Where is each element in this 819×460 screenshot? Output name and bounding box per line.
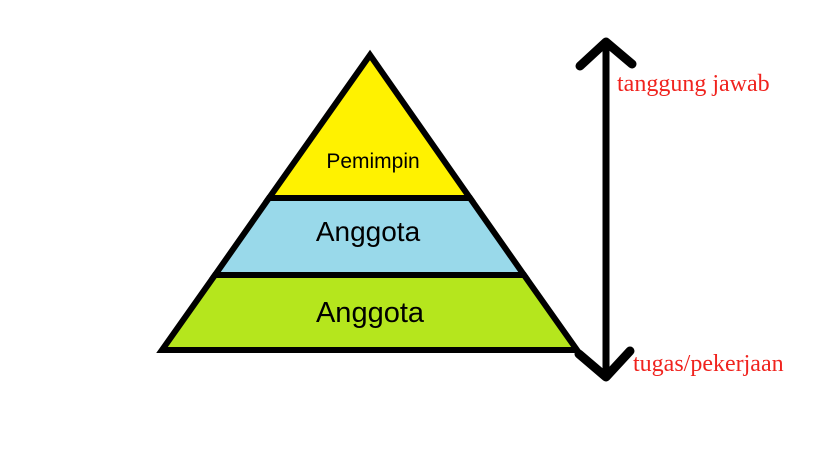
axis-label-top: tanggung jawab — [617, 71, 770, 97]
pyramid-label-anggota-middle: Anggota — [316, 216, 421, 247]
pyramid-label-pemimpin: Pemimpin — [326, 150, 419, 173]
arrow-head-down-icon — [574, 346, 635, 382]
pyramid-level-top — [263, 49, 476, 201]
arrow-head-up-icon — [575, 37, 637, 71]
pyramid-label-anggota-bottom: Anggota — [316, 297, 425, 329]
axis-label-bottom: tugas/pekerjaan — [633, 351, 784, 377]
